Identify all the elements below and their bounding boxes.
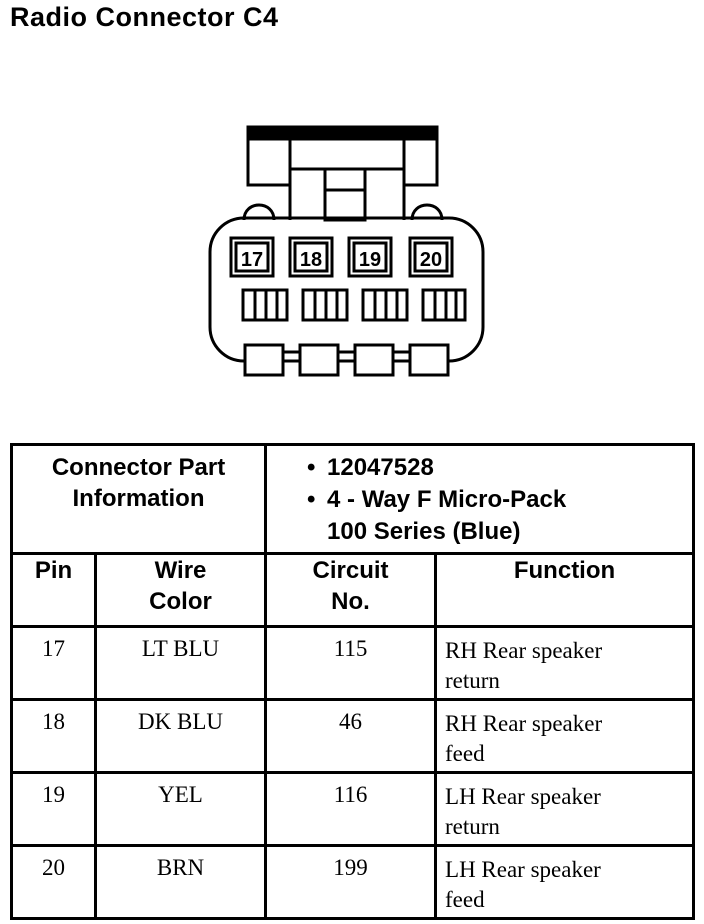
cell-pin: 20 [10, 844, 97, 920]
part-description-cont: 100 Series (Blue) [327, 518, 521, 545]
cell-circuit: 115 [264, 625, 438, 701]
pin-label-17: 17 [241, 249, 263, 271]
table-row: 18 DK BLU 46 RH Rear speaker feed [10, 698, 696, 774]
table-row: 19 YEL 116 LH Rear speaker return [10, 771, 696, 847]
cell-wire-color: DK BLU [93, 698, 268, 774]
part-info-row: Connector Part Information •12047528 •4 … [9, 443, 696, 555]
cell-circuit: 199 [264, 844, 438, 920]
cell-wire-color: LT BLU [93, 625, 268, 701]
column-header-row: Pin Wire Color Circuit No. Function [10, 552, 696, 628]
bullet-icon: • [307, 454, 316, 481]
table-row: 20 BRN 199 LH Rear speaker feed [10, 844, 696, 920]
part-number: •12047528 [307, 452, 692, 484]
col-header-wire-color: Wire Color [93, 552, 268, 628]
left-bump [242, 203, 276, 221]
cell-wire-color: BRN [93, 844, 268, 920]
cell-circuit: 46 [264, 698, 438, 774]
connector-info-table: Connector Part Information •12047528 •4 … [9, 443, 696, 920]
latch-tab [323, 188, 367, 222]
pin-label-19: 19 [359, 249, 381, 271]
cell-function: RH Rear speaker return [434, 625, 696, 701]
cell-pin: 17 [10, 625, 97, 701]
part-description: •4 - Way F Micro-Pack [307, 484, 692, 516]
table-row: 17 LT BLU 115 RH Rear speaker return [10, 625, 696, 701]
bullet-icon: • [307, 486, 316, 513]
latch-top-bar [246, 125, 439, 141]
pin-number-boxes [229, 236, 454, 278]
connector-diagram: 17 18 19 20 [208, 125, 485, 377]
cell-pin: 18 [10, 698, 97, 774]
connector-body [208, 216, 485, 363]
part-info-values: •12047528 •4 - Way F Micro-Pack 100 Seri… [264, 443, 696, 555]
col-header-function: Function [434, 552, 696, 628]
latch-ribs [288, 169, 406, 220]
cell-wire-color: YEL [93, 771, 268, 847]
latch-middle-block [288, 137, 406, 171]
col-header-circuit: Circuit No. [264, 552, 438, 628]
cell-function: LH Rear speaker return [434, 771, 696, 847]
cell-circuit: 116 [264, 771, 438, 847]
right-bump [410, 203, 444, 221]
bottom-terminals [243, 343, 450, 377]
pin-label-20: 20 [420, 249, 442, 271]
col-header-pin: Pin [10, 552, 97, 628]
pin-label-18: 18 [300, 249, 322, 271]
cell-function: LH Rear speaker feed [434, 844, 696, 920]
page-title: Radio Connector C4 [10, 2, 279, 32]
cell-pin: 19 [10, 771, 97, 847]
pin-cavities [241, 288, 467, 322]
part-info-label: Connector Part Information [9, 443, 268, 555]
cell-function: RH Rear speaker feed [434, 698, 696, 774]
